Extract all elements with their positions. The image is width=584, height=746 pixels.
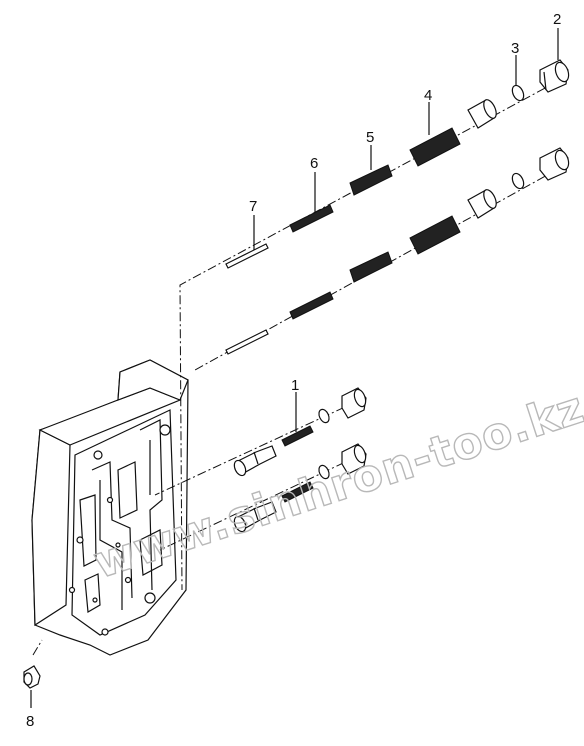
spring-4b <box>409 215 461 255</box>
plug-2b <box>539 147 570 181</box>
sleeve-upper <box>467 99 497 129</box>
o-ring-3b <box>511 172 525 190</box>
plug-2 <box>539 59 570 93</box>
lower-row-parts <box>233 387 367 533</box>
spring-5b <box>349 251 393 283</box>
callout-6: 6 <box>310 155 318 172</box>
callout-2: 2 <box>553 11 561 28</box>
spring-6 <box>289 204 334 233</box>
spring-6b <box>289 291 334 320</box>
valve-body <box>31 359 189 656</box>
callout-7: 7 <box>249 198 257 215</box>
plug-c <box>341 387 367 419</box>
callout-3: 3 <box>511 40 519 57</box>
spool-d <box>233 501 277 533</box>
spring-5 <box>349 164 393 196</box>
callout-labels: 2 3 4 5 6 7 1 8 <box>26 11 561 730</box>
spring-d <box>281 481 314 503</box>
plug-8 <box>23 665 41 689</box>
sleeve-lower <box>467 189 497 219</box>
spool-c <box>233 445 277 477</box>
o-ring-d <box>318 464 330 480</box>
callout-1: 1 <box>291 377 299 394</box>
plug-d <box>341 443 367 475</box>
upper-row-parts <box>225 59 570 269</box>
o-ring-c <box>318 408 330 424</box>
callout-8: 8 <box>26 713 34 730</box>
spring-1 <box>281 425 314 447</box>
leader-lines <box>30 28 559 708</box>
callout-5: 5 <box>366 129 374 146</box>
pin-7 <box>225 243 269 269</box>
second-row-parts <box>225 147 570 355</box>
o-ring-3 <box>511 84 525 102</box>
pin-7b <box>225 329 269 355</box>
callout-4: 4 <box>424 87 432 104</box>
spring-4 <box>409 127 461 167</box>
